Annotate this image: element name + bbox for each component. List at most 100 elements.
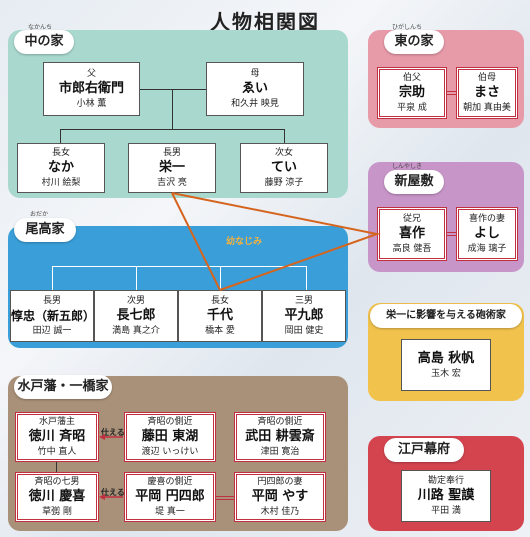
card-actor: 玉木 宏: [431, 369, 461, 379]
card-name: 宗助: [398, 84, 425, 100]
higashi-house-ruby: ひがしんち: [392, 24, 423, 31]
card-kisaku[interactable]: 従兄 喜作 高良 健吾: [377, 207, 447, 261]
arrow-head-icon: [99, 434, 105, 440]
odaka-house-ruby: おだか: [30, 211, 49, 218]
card-enshiro[interactable]: 慶喜の側近 平岡 円四郎 堤 真一: [124, 472, 216, 522]
card-ichiroemon[interactable]: 父 市郎右衛門 小林 薫: [43, 62, 140, 116]
card-masa[interactable]: 伯母 まさ 朝加 真由美: [456, 67, 518, 119]
card-name: ゑい: [241, 80, 268, 96]
card-actor: 満島 真之介: [112, 325, 160, 336]
card-naka[interactable]: 長女 なか 村川 絵梨: [17, 143, 105, 193]
card-name: 市郎右衛門: [58, 80, 124, 96]
card-actor: 高良 健吾: [392, 243, 432, 254]
card-name: 栄一: [158, 159, 185, 175]
card-yoshi[interactable]: 喜作の妻 よし 成海 璃子: [456, 207, 518, 261]
card-name: 千代: [206, 307, 233, 323]
naka-house-tag: 中の家: [14, 30, 74, 54]
serves-label-1: 仕える: [101, 427, 125, 437]
odaka-children-bar: [52, 266, 307, 267]
card-actor: 橋本 愛: [205, 325, 235, 336]
card-role: 従兄: [402, 213, 421, 224]
card-actor: 藤野 涼子: [264, 177, 304, 188]
higashi-house-label: 東の家: [394, 34, 434, 49]
card-kawaji[interactable]: 勘定奉行 川路 聖謨 平田 満: [401, 470, 491, 522]
card-role: 水戸藩主: [38, 416, 75, 427]
card-heikuro[interactable]: 三男 平九郎 岡田 健史: [262, 290, 346, 342]
takashima-heading: 栄一に影響を与える砲術家: [386, 310, 506, 321]
card-nariaki[interactable]: 水戸藩主 徳川 斉昭 竹中 直人: [15, 412, 99, 462]
card-name: 惇忠（新五郎）: [11, 308, 96, 323]
naka-child-drop: [172, 89, 173, 129]
card-yoshinobu[interactable]: 斉昭の七男 徳川 慶喜 草彅 剛: [15, 472, 99, 522]
card-actor: 朝加 真由美: [463, 102, 511, 113]
card-atsutada[interactable]: 長男 惇忠（新五郎） 田辺 誠一: [10, 290, 96, 342]
card-actor: 津田 寛治: [260, 446, 300, 457]
card-choshichiro[interactable]: 次男 長七郎 満島 真之介: [94, 290, 178, 342]
card-name: よし: [473, 225, 500, 241]
card-yasu[interactable]: 円四郎の妻 平岡 やす 木村 佳乃: [234, 472, 326, 522]
naka-house-ruby: なかんち: [28, 24, 53, 31]
naka-spouse-line: [140, 89, 206, 90]
card-role: 長男: [162, 147, 181, 158]
naka-children-bar: [60, 129, 284, 130]
card-toko[interactable]: 斉昭の側近 藤田 東湖 渡辺 いっけい: [124, 412, 216, 462]
odaka-house-tag: 尾高家: [14, 218, 76, 242]
card-actor: 竹中 直人: [37, 446, 77, 457]
card-name: 高島 秋帆: [417, 351, 475, 366]
card-name: 平九郎: [284, 307, 324, 323]
card-takashima[interactable]: 高島 秋帆 玉木 宏: [401, 339, 491, 391]
card-actor: 吉沢 亮: [157, 177, 187, 188]
card-actor: 和久井 映見: [231, 98, 279, 109]
card-name: 藤田 東湖: [141, 428, 199, 444]
card-name: 武田 耕雲斎: [245, 428, 315, 444]
card-name: 徳川 慶喜: [28, 488, 86, 504]
odaka-child-line-3: [220, 266, 221, 290]
nariaki-yoshinobu-line: [56, 462, 57, 472]
card-name: 喜作: [398, 225, 425, 241]
card-name: 長七郎: [116, 307, 156, 323]
card-role: 斉昭の七男: [34, 476, 80, 487]
card-actor: 渡辺 いっけい: [141, 446, 199, 457]
eiichi-chiyo-relation-line: [171, 192, 221, 291]
card-actor: 堤 真一: [155, 506, 185, 517]
naka-child-line-1: [60, 129, 61, 143]
naka-house-label: 中の家: [24, 34, 64, 49]
shinyashiki-house-tag: 新屋敷: [384, 170, 444, 194]
osananajimi-label: 幼なじみ: [226, 237, 263, 247]
enshiro-yasu-marriage-line: [216, 496, 234, 500]
card-role: 長女: [210, 295, 229, 306]
card-role: 慶喜の側近: [147, 476, 193, 487]
kisaku-relation-line: [171, 192, 381, 291]
card-name: 平岡 円四郎: [135, 488, 205, 504]
kisaku-yoshi-marriage-line: [447, 232, 456, 236]
odaka-house-label: 尾高家: [25, 222, 65, 237]
card-kounsai[interactable]: 斉昭の側近 武田 耕雲斎 津田 寛治: [234, 412, 326, 462]
card-sosuke[interactable]: 伯父 宗助 平泉 成: [377, 67, 447, 119]
sosuke-masa-marriage-line: [447, 91, 456, 95]
card-role: 母: [250, 68, 260, 79]
mito-house-tag: 水戸藩・一橋家: [14, 375, 112, 399]
edo-heading: 江戸幕府: [397, 442, 450, 457]
card-ei[interactable]: 母 ゑい 和久井 映見: [206, 62, 304, 116]
card-name: 徳川 斉昭: [28, 428, 86, 444]
card-tei[interactable]: 次女 てい 藤野 涼子: [240, 143, 328, 193]
card-role: 喜作の妻: [468, 213, 505, 224]
higashi-house-tag: 東の家: [384, 30, 444, 54]
card-eiichi[interactable]: 長男 栄一 吉沢 亮: [128, 143, 216, 193]
card-chiyo[interactable]: 長女 千代 橋本 愛: [178, 290, 262, 342]
card-name: まさ: [473, 84, 500, 100]
card-name: 平岡 やす: [251, 488, 309, 504]
shinyashiki-house-label: 新屋敷: [394, 174, 434, 189]
card-actor: 草彅 剛: [42, 506, 72, 517]
card-actor: 田辺 誠一: [32, 325, 72, 336]
card-role: 長女: [51, 147, 70, 158]
card-role: 勘定奉行: [427, 475, 464, 486]
odaka-child-line-1: [52, 266, 53, 290]
card-role: 伯父: [402, 72, 421, 83]
card-actor: 成海 璃子: [467, 243, 507, 254]
card-role: 伯母: [477, 72, 496, 83]
serves-label-2: 仕える: [101, 487, 125, 497]
takashima-heading-tag: 栄一に影響を与える砲術家: [370, 304, 522, 328]
card-actor: 平田 満: [431, 505, 461, 516]
